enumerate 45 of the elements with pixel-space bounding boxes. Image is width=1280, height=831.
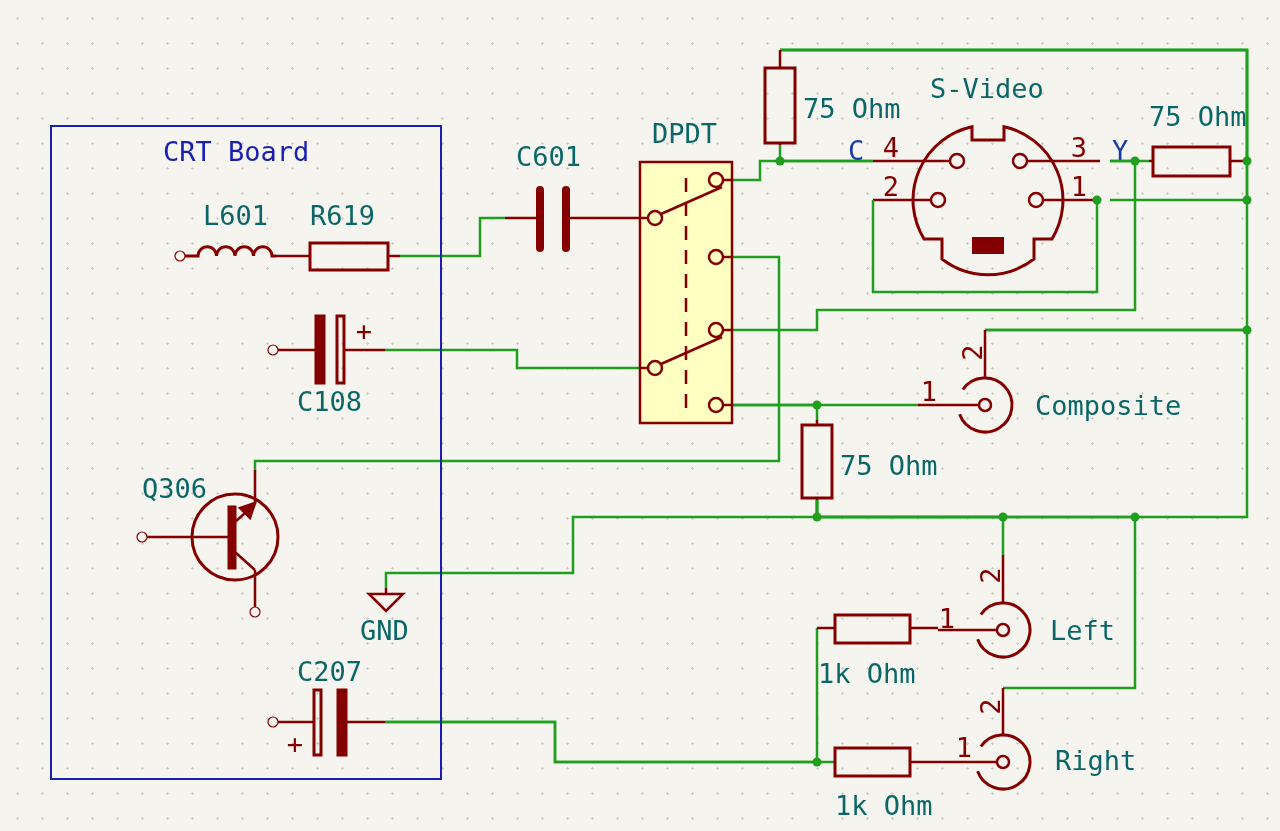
pin-number: 1: [938, 604, 956, 632]
wire: [935, 760, 955, 764]
component-label: C601: [516, 143, 582, 170]
wire: [732, 403, 819, 420]
wire: [600, 216, 640, 220]
component-label: 75 Ohm: [1149, 103, 1247, 130]
connector-label: Left: [1050, 617, 1116, 644]
wire: [400, 216, 505, 258]
pin-number: 2: [882, 172, 900, 200]
wire: [778, 145, 873, 163]
net-label: Y: [1112, 137, 1129, 164]
pin-number: 2: [976, 566, 1004, 584]
net-label: C: [848, 137, 865, 164]
component-label: 1k Ohm: [835, 792, 933, 819]
component-label: C108: [297, 388, 363, 415]
wire: [276, 254, 305, 258]
component-label: 75 Ohm: [840, 452, 938, 479]
connector-label: Composite: [1035, 392, 1182, 419]
ground-label: GND: [360, 617, 409, 644]
wire: [253, 255, 781, 470]
wire: [815, 500, 1137, 690]
pin-number: 1: [955, 733, 973, 761]
pin-number: 1: [920, 377, 938, 405]
pin-number: 2: [958, 343, 986, 361]
component-label: L601: [203, 202, 269, 229]
wire: [385, 628, 819, 764]
board-frame: [50, 125, 442, 780]
pin-number: 4: [882, 133, 900, 161]
component-label: DPDT: [652, 120, 718, 147]
connector-label: Right: [1055, 747, 1137, 774]
component-label: 1k Ohm: [818, 660, 916, 687]
component-label: C207: [297, 658, 363, 685]
board-title: CRT Board: [163, 138, 310, 165]
component-label: R619: [310, 202, 376, 229]
pin-number: 2: [976, 697, 1004, 715]
pin-number: 1: [1070, 172, 1088, 200]
wire: [928, 626, 938, 630]
connector-label: S-Video: [930, 75, 1044, 102]
pin-number: 3: [1070, 133, 1088, 161]
wire: [385, 348, 640, 370]
component-label: 75 Ohm: [803, 95, 901, 122]
wire: [732, 159, 1137, 332]
component-label: Q306: [142, 475, 208, 502]
polarity-mark: +: [355, 316, 373, 344]
polarity-mark: +: [286, 729, 304, 757]
